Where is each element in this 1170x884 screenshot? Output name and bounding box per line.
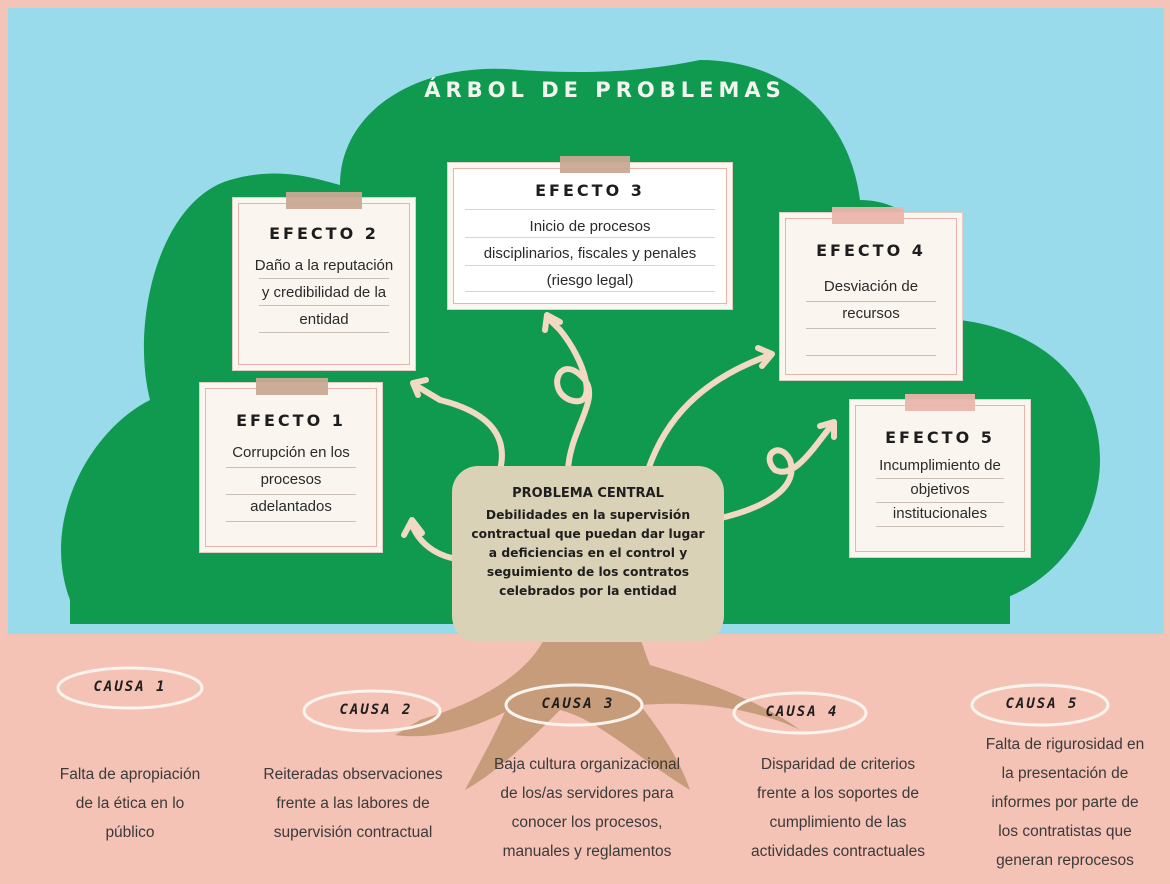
causa-2-oval: [302, 689, 442, 733]
efecto-3-label: EFECTO 3: [535, 181, 645, 200]
causa-1-label: CAUSA 1: [93, 679, 167, 695]
efecto-1-tape: [256, 378, 328, 395]
arrow-to-efecto-4: [645, 352, 773, 473]
efecto-1-text: Corrupción en los procesos adelantados: [232, 444, 350, 515]
central-problem-title: PROBLEMA CENTRAL: [512, 486, 664, 501]
arrow-head-3: [542, 312, 563, 333]
efecto-1-card: EFECTO 1 Corrupción en los procesos adel…: [205, 388, 377, 547]
causa-5-oval: [970, 683, 1110, 727]
causa-2-label: CAUSA 2: [339, 702, 413, 718]
diagram-title: ÁRBOL DE PROBLEMAS: [424, 78, 786, 102]
efecto-2-label: EFECTO 2: [269, 224, 379, 243]
efecto-5-text: Incumplimiento de objetivos instituciona…: [879, 457, 1001, 522]
efecto-3-tape: [560, 156, 630, 173]
efecto-5-label: EFECTO 5: [885, 428, 995, 447]
causa-4-oval: [732, 691, 868, 735]
tree-trunk: [395, 600, 800, 790]
arrow-head-4: [755, 345, 775, 369]
arrow-head-1: [401, 517, 425, 538]
causa-5-label: CAUSA 5: [1005, 696, 1079, 712]
efecto-3-card: EFECTO 3 Inicio de procesos disciplinari…: [453, 168, 727, 304]
efecto-2-text: Daño a la reputación y credibilidad de l…: [254, 257, 394, 328]
efecto-1-label: EFECTO 1: [236, 411, 346, 430]
central-problem-text: Debilidades en la supervisión contractua…: [471, 508, 705, 598]
efecto-5-tape: [905, 394, 975, 411]
causa-4-label: CAUSA 4: [765, 704, 839, 720]
efecto-4-card: EFECTO 4 Desviación de recursos: [785, 218, 957, 375]
arrow-to-efecto-5: [709, 422, 835, 523]
efecto-2-tape: [286, 192, 362, 209]
arrow-to-efecto-3: [545, 315, 593, 473]
arrow-head-2: [410, 377, 429, 398]
arrow-to-efecto-2: [412, 382, 505, 473]
efecto-4-tape: [832, 207, 904, 224]
efecto-4-label: EFECTO 4: [816, 241, 926, 260]
causa-3-label: CAUSA 3: [541, 696, 615, 712]
arrow-head-5: [817, 419, 837, 440]
causa-1-oval: [56, 666, 204, 710]
efecto-2-card: EFECTO 2 Daño a la reputación y credibil…: [238, 203, 410, 365]
causa-3-oval: [504, 683, 644, 727]
central-problem-box: PROBLEMA CENTRAL Debilidades en la super…: [452, 466, 724, 642]
efecto-4-text: Desviación de recursos: [823, 278, 919, 322]
efecto-5-card: EFECTO 5 Incumplimiento de objetivos ins…: [855, 405, 1025, 552]
efecto-3-text: Inicio de procesos disciplinarios, fisca…: [483, 218, 697, 289]
